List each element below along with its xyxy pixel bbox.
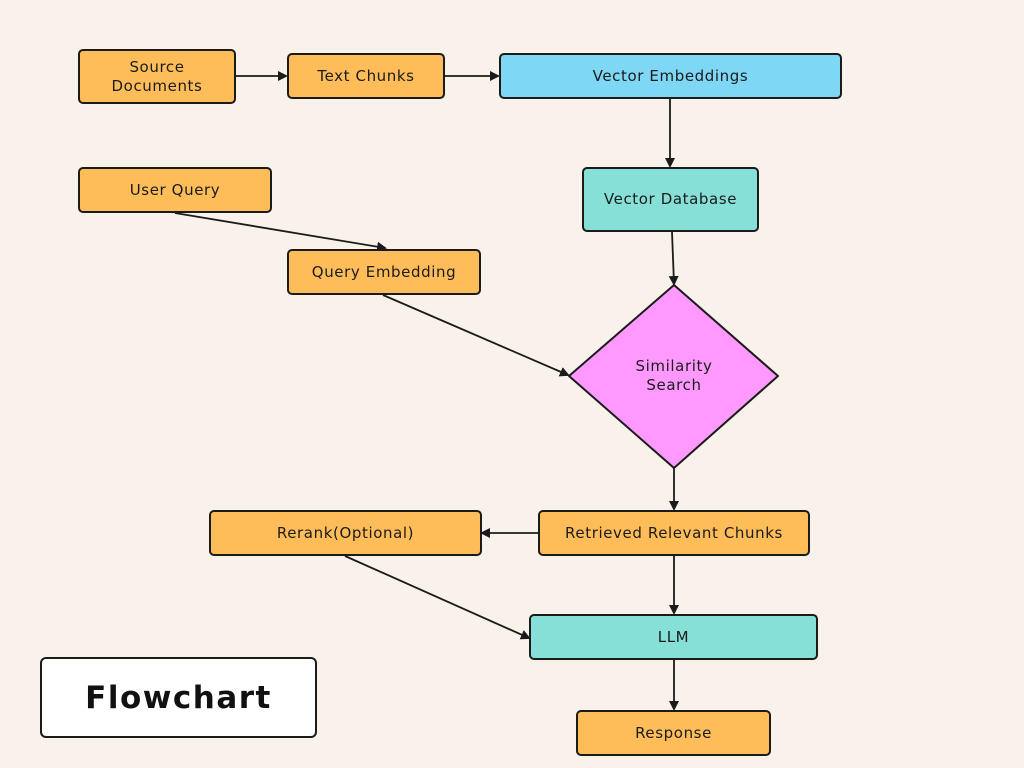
llm-node[interactable]: LLM [529,614,818,660]
response-node[interactable]: Response [576,710,771,756]
rerank-optional-node[interactable]: Rerank(Optional) [209,510,482,556]
query-embedding-node[interactable]: Query Embedding [287,249,481,295]
vector-database-node[interactable]: Vector Database [582,167,759,232]
similarity-search-label: Similarity Search [635,357,713,394]
edge-queryembedding-to-search [382,294,570,377]
edge-database-to-search [668,231,679,286]
retrieved-relevant-chunks-node[interactable]: Retrieved Relevant Chunks [538,510,810,556]
vector-embeddings-node[interactable]: Vector Embeddings [499,53,842,99]
user-query-node[interactable]: User Query [78,167,272,213]
text-chunks-node[interactable]: Text Chunks [287,53,445,99]
edge-rerank-to-llm [344,555,531,640]
source-documents-node[interactable]: Source Documents [78,49,236,104]
edge-userquery-to-queryembedding [174,212,387,252]
flowchart-title: Flowchart [40,657,317,738]
